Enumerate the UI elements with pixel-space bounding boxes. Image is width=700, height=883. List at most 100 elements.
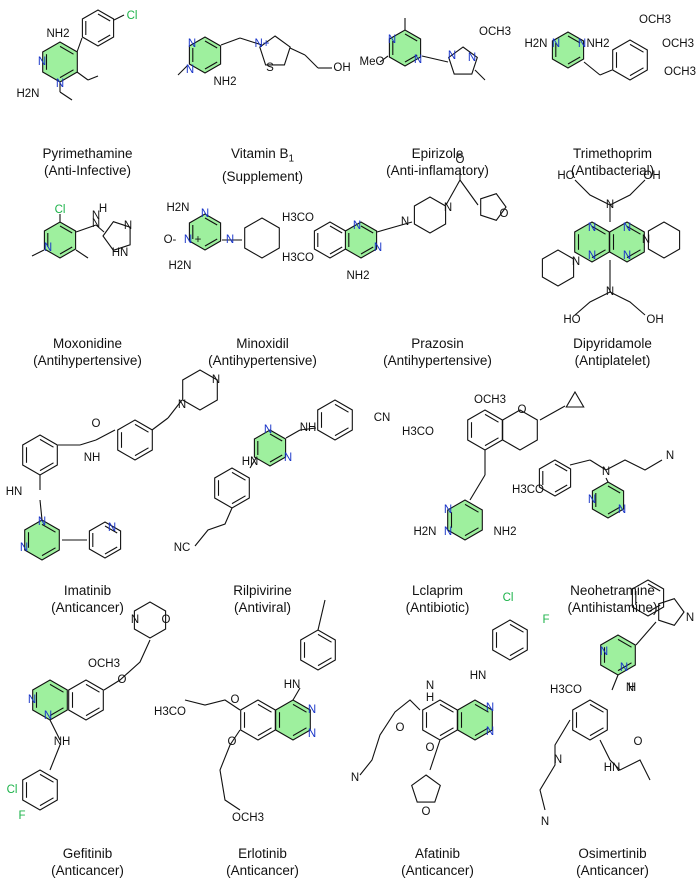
atom-label: O- [164,234,177,246]
atom-label: N [444,526,452,538]
atom-label: H [99,203,107,215]
drug-use: (Antihypertensive) [383,353,492,368]
atom-label: O [456,154,465,166]
bond [609,291,646,316]
bond [605,477,609,483]
inner-bond [204,217,218,226]
indole-pyrrole-ring [658,598,685,626]
atom-label: N [388,34,396,46]
bond [151,417,169,431]
atom-label: HN [242,456,259,468]
drug-use: (Supplement) [221,168,304,184]
atom-label: H2N [168,260,191,272]
bond [75,224,97,233]
atom-label: N [554,754,562,766]
atom-label: OCH3 [639,14,671,26]
quinazoline-benzo-ring [240,699,276,741]
drug-use: (Anticancer) [401,863,474,878]
atom-label: N [92,210,100,222]
atom-label: OCH3 [88,658,120,670]
bond [49,719,61,741]
bond [95,224,105,233]
bond [220,37,241,46]
inner-bond [464,503,479,513]
inner-bond [269,454,283,463]
drug-name: Rilpivirine [233,583,292,598]
inner-bond [104,525,118,534]
bond [79,439,97,446]
atom-label: NC [174,542,191,554]
atom-label: H2N [524,38,547,50]
drug-use: (Antihistamine) [567,600,658,615]
drug-name: Trimethoprim [572,146,652,161]
atom-label: N [618,504,626,516]
atom-label: O [422,806,431,818]
bond [49,744,61,771]
quinazoline-benzo-ring [68,679,104,721]
bond [445,179,461,206]
bond [289,47,306,56]
drug-name-subscript: 1 [288,153,295,165]
atom-label: N [108,522,116,534]
bond [103,639,151,691]
atom-label: N [426,680,434,692]
atom-label: H2N [413,526,436,538]
inner-bond [134,447,149,457]
pyrimidine-ring [42,41,78,83]
inner-bond [39,438,54,448]
inner-bond [59,246,73,255]
inner-bond [231,495,246,505]
atom-label: N [184,234,192,246]
atom-label: N [351,772,359,784]
inner-bond [59,225,73,234]
atom-label: N [44,242,52,254]
atom-label: HN [470,670,487,682]
bond [583,61,601,76]
benzopyran-ring [467,409,503,451]
bond [184,699,241,711]
atom-label: OH [646,314,663,326]
caption-dipyridamole: Dipyridamole(Antiplatelet) [525,335,700,369]
bond [599,739,651,781]
drug-use: (Antiviral) [233,600,291,615]
atom-label: N [212,374,220,386]
bond [569,459,591,466]
inner-bond [484,413,499,423]
atom-label: O [231,694,240,706]
caption-neohetramine: Neohetramine(Antihistamine) [525,582,700,616]
atom-label: N [588,222,596,234]
inner-bond [629,43,644,53]
atom-label: MeO [360,56,385,68]
atom-label: + [195,234,202,246]
caption-trimethoprim: Trimethoprim(Antibacterial) [525,145,700,179]
atom-label: N [186,64,194,76]
inner-bond [39,462,54,472]
bond [605,459,663,471]
inner-bond [41,547,56,557]
bond [39,499,43,521]
inner-bond [474,703,489,713]
atom-label: N [588,250,596,262]
drug-name: Gefitinib [62,846,113,861]
bond [95,429,116,441]
atom-label: HO [557,170,574,182]
atom-label: H3CO [154,706,186,718]
bond [469,474,486,501]
drug-name: Imatinib [63,583,112,598]
drug-name: Pyrimethamine [42,146,133,161]
caption-minoxidil: Minoxidil(Antihypertensive) [175,335,350,369]
inner-bond [292,703,307,713]
drug-use: (Anti-Infective) [43,163,132,178]
bond [76,37,83,53]
inner-bond [626,225,641,235]
inner-bond [59,45,74,55]
inner-bond [329,225,343,234]
bond [574,179,611,206]
atom-label: H2N [166,202,189,214]
atom-label: NH2 [586,38,609,50]
caption-imatinib: Imatinib(Anticancer) [0,582,175,616]
bond [474,69,486,81]
inner-bond [204,238,218,247]
bond [317,599,326,631]
inner-bond [617,638,632,648]
